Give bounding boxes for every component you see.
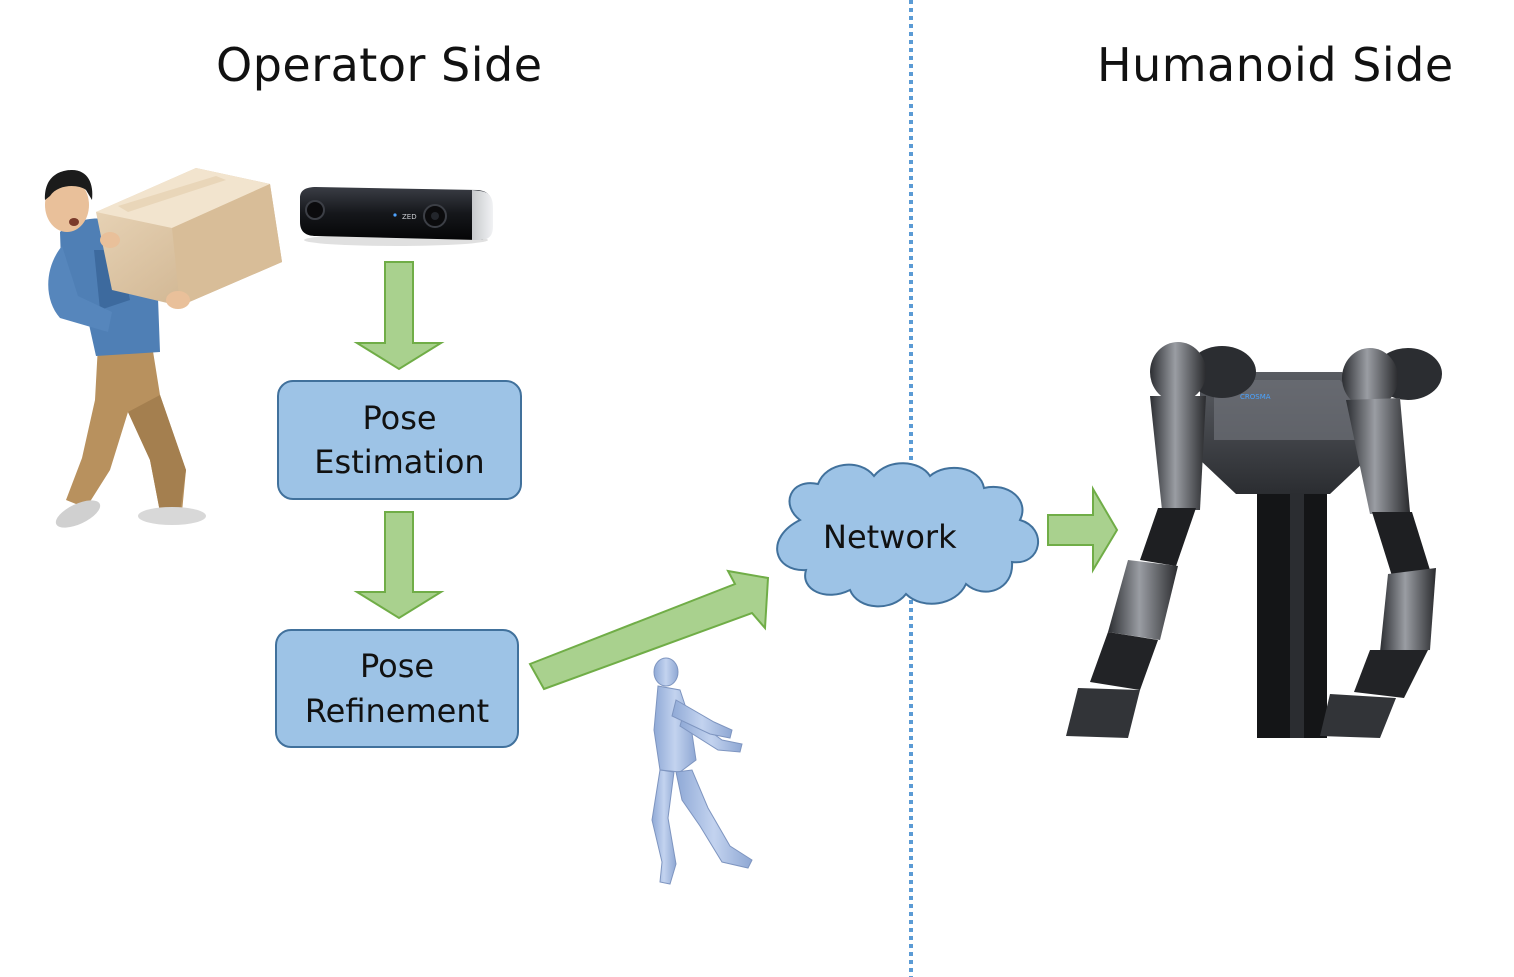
person-carrying-box-photo (44, 168, 282, 528)
pose-refinement-box: Pose Refinement (275, 629, 519, 748)
arrow-refinement-to-network (528, 569, 770, 691)
arrow-estimation-to-refinement (353, 511, 445, 620)
pose-estimation-line-2: Estimation (314, 443, 485, 481)
pose-refinement-line-1: Pose (359, 647, 435, 686)
network-label: Network (823, 518, 957, 556)
arrow-camera-to-estimation (353, 261, 445, 371)
stereo-camera-photo: ZED (300, 187, 493, 246)
body-mesh-avatar (651, 657, 753, 885)
pose-estimation-box: Pose Estimation (277, 380, 522, 500)
camera-brand-text: ZED (402, 213, 417, 221)
humanoid-robot-photo: CROSMA (1066, 342, 1442, 738)
pose-estimation-line-1: Pose (362, 398, 437, 437)
pose-refinement-line-2: Refinement (304, 691, 490, 730)
network-cloud (776, 462, 1039, 608)
robot-brand-text: CROSMA (1240, 393, 1271, 401)
operator-side-title: Operator Side (216, 38, 543, 92)
arrow-network-to-humanoid (1047, 485, 1119, 574)
humanoid-side-title: Humanoid Side (1097, 38, 1454, 92)
